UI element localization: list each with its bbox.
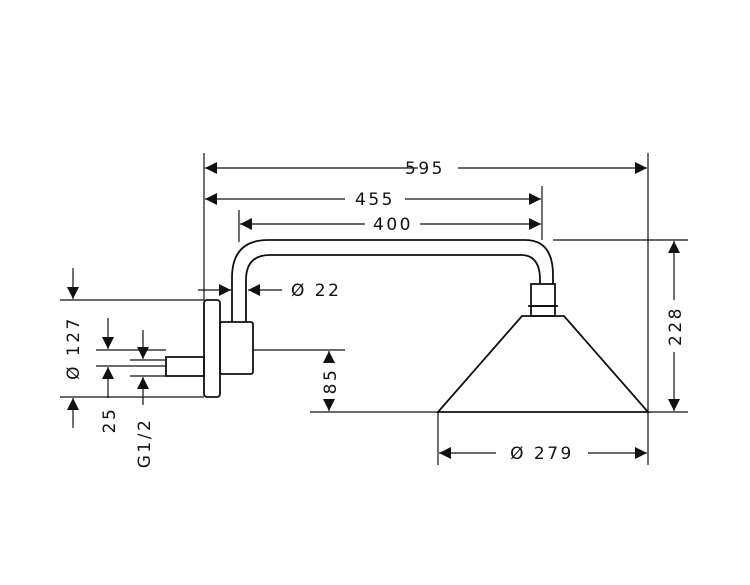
product-outline <box>165 239 650 413</box>
head-collar <box>530 305 556 317</box>
extension-lines <box>60 153 688 465</box>
inlet-stub <box>165 356 205 377</box>
label-head-diameter: Ø 279 <box>510 444 574 464</box>
label-flange-diameter: Ø 127 <box>64 316 84 380</box>
connector-block <box>219 321 254 375</box>
head-neck <box>530 283 556 307</box>
dimension-pipe-diameter: Ø 22 <box>198 281 341 301</box>
arm-outer <box>231 239 554 322</box>
label-400: 400 <box>373 215 413 235</box>
dimension-thread: G1/2 <box>135 330 155 468</box>
wall-flange <box>203 299 221 398</box>
dimension-head-diameter: Ø 279 <box>439 444 647 464</box>
label-inlet-offset: 25 <box>100 407 120 434</box>
label-pipe-diameter: Ø 22 <box>291 281 341 301</box>
label-total-height: 228 <box>666 306 686 346</box>
arm-inner <box>245 254 541 322</box>
dimension-455: 455 <box>205 190 541 210</box>
dimension-inlet-offset: 25 <box>100 318 120 433</box>
dimension-total-height: 228 <box>666 241 686 411</box>
dimension-flange-diameter: Ø 127 <box>64 268 84 428</box>
label-thread: G1/2 <box>135 418 155 469</box>
dimension-inlet-to-head: 85 <box>321 351 341 411</box>
label-inlet-to-head: 85 <box>321 368 341 395</box>
shower-head <box>436 315 650 413</box>
dimension-595: 595 <box>205 159 647 179</box>
label-595: 595 <box>405 159 445 179</box>
dimension-400: 400 <box>240 215 541 235</box>
label-455: 455 <box>355 190 395 210</box>
